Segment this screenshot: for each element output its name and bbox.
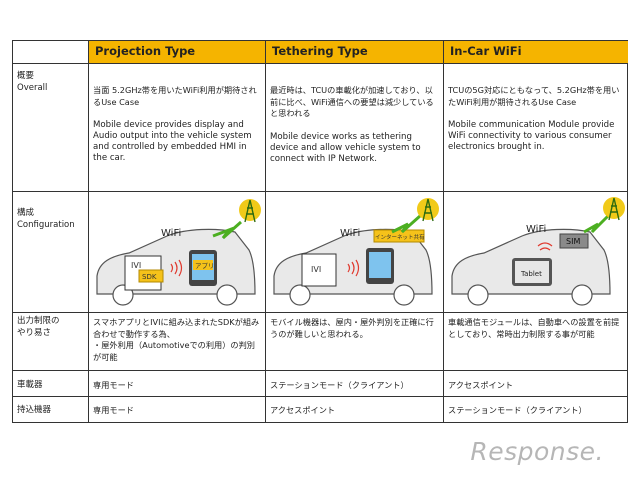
app-label: アプリ — [195, 262, 215, 270]
signal-icon — [537, 242, 553, 251]
car-wheel — [216, 284, 238, 306]
cell-tower-icon — [603, 197, 625, 221]
overall-projection-jp: 当面 5.2GHz帯を用いたWiFi利用が期待されるUse Case — [93, 85, 257, 107]
carried-incar-cell: ステーションモード（クライアント） — [448, 405, 587, 415]
row-label-config: 構成 Configuration — [17, 207, 75, 231]
sim-label: SIM — [566, 237, 580, 246]
incar-wifi-diagram: Tablet SIM WiFi — [451, 197, 625, 306]
vehicle-incar-cell: アクセスポイント — [448, 380, 514, 390]
ivi-label: IVI — [311, 265, 321, 274]
wifi-label: WiFi — [526, 224, 546, 235]
overall-projection-en: Mobile device provides display and Audio… — [93, 120, 252, 163]
grid-line — [443, 41, 444, 422]
app-box — [193, 260, 213, 270]
car-wheel — [467, 284, 489, 306]
tethering-diagram: IVI インターネット共有 WiFi — [273, 198, 439, 306]
grid-line — [88, 41, 89, 422]
row-label-restriction: 出力制限の やり易さ — [17, 316, 60, 338]
signal-icon — [347, 259, 360, 277]
overall-incar-jp: TCUの5G対応にともなって、5.2GHz帯を用いたWiFi利用が期待されるUs… — [448, 85, 620, 107]
car-wheel — [571, 284, 593, 306]
grid-line — [13, 191, 627, 192]
restriction-projection-cell: スマホアプリとIVIに組み込まれたSDKが組み合わせで動作する為、 ・屋外利用（… — [93, 317, 260, 362]
overall-incar-cell: TCUの5G対応にともなって、5.2GHz帯を用いたWiFi利用が期待されるUs… — [448, 85, 624, 153]
row-label-config-jp: 構成 — [17, 208, 35, 218]
row-label-overall-jp: 概要 — [17, 71, 35, 81]
grid-line — [265, 41, 266, 422]
carried-tethering-cell: アクセスポイント — [270, 405, 336, 415]
ivi-label: IVI — [131, 261, 141, 270]
vehicle-projection-cell: 専用モード — [93, 380, 134, 390]
lightning-arrow — [583, 214, 610, 234]
cell-tower-icon — [417, 198, 439, 222]
cell-tower-icon — [239, 199, 261, 223]
grid-line — [13, 396, 627, 397]
row-label-overall-en: Overall — [17, 83, 48, 93]
response-logo: Response. — [470, 437, 604, 466]
car-body — [96, 228, 256, 295]
row-label-vehicle: 車載器 — [17, 380, 43, 390]
ivi-box — [301, 253, 337, 287]
tablet-label: Tablet — [520, 270, 542, 278]
lightning-arrow — [391, 214, 421, 234]
overall-tethering-cell: 最近時は、TCUの車載化が加速しており、以前に比べ、WiFi通信への要望は減少し… — [270, 85, 438, 165]
grid-line — [13, 312, 627, 313]
header-incar-wifi-label: In-Car WiFi — [450, 44, 522, 58]
row-label-carried: 持込機器 — [17, 405, 52, 415]
lightning-arrow — [212, 220, 242, 240]
overall-tethering-en: Mobile device works as tethering device … — [270, 131, 421, 164]
comparison-table: Projection Type Tethering Type In-Car Wi… — [12, 40, 628, 423]
wifi-label: WiFi — [340, 228, 360, 239]
restriction-tethering-cell: モバイル機器は、屋内・屋外判別を正確に行うのが難しいと思われる。 — [270, 317, 434, 339]
vehicle-tethering-cell: ステーションモード（クライアント） — [270, 380, 409, 390]
car-wheel — [289, 284, 311, 306]
row-label-config-en: Configuration — [17, 220, 75, 230]
sdk-label: SDK — [142, 273, 157, 281]
grid-line — [13, 370, 627, 371]
phone-screen — [369, 252, 391, 278]
header-projection-label: Projection Type — [95, 44, 196, 58]
overall-tethering-jp: 最近時は、TCUの車載化が加速しており、以前に比べ、WiFi通信への要望は減少し… — [270, 85, 434, 118]
header-projection: Projection Type — [89, 41, 265, 64]
tethering-tag-label: インターネット共有 — [375, 233, 425, 241]
car-wheel — [393, 284, 415, 306]
sim-module — [559, 233, 589, 249]
row-label-overall: 概要 Overall — [17, 70, 47, 94]
overall-projection-cell: 当面 5.2GHz帯を用いたWiFi利用が期待されるUse Case Mobil… — [93, 85, 261, 164]
restriction-incar-cell: 車載通信モジュールは、自動車への設置を前提としており、常時出力制限する事が可能 — [448, 317, 620, 339]
header-tethering: Tethering Type — [266, 41, 443, 64]
overall-incar-en: Mobile communication Module provide WiFi… — [448, 120, 615, 152]
tablet-screen — [515, 261, 549, 283]
header-incar-wifi: In-Car WiFi — [444, 41, 628, 64]
projection-diagram: IVI SDK アプリ WiFi — [96, 199, 261, 306]
wifi-label: WiFi — [161, 228, 181, 239]
grid-line — [13, 63, 627, 64]
signal-icon — [170, 259, 183, 277]
carried-projection-cell: 専用モード — [93, 405, 134, 415]
header-tethering-label: Tethering Type — [272, 44, 368, 58]
sdk-box — [138, 269, 164, 283]
